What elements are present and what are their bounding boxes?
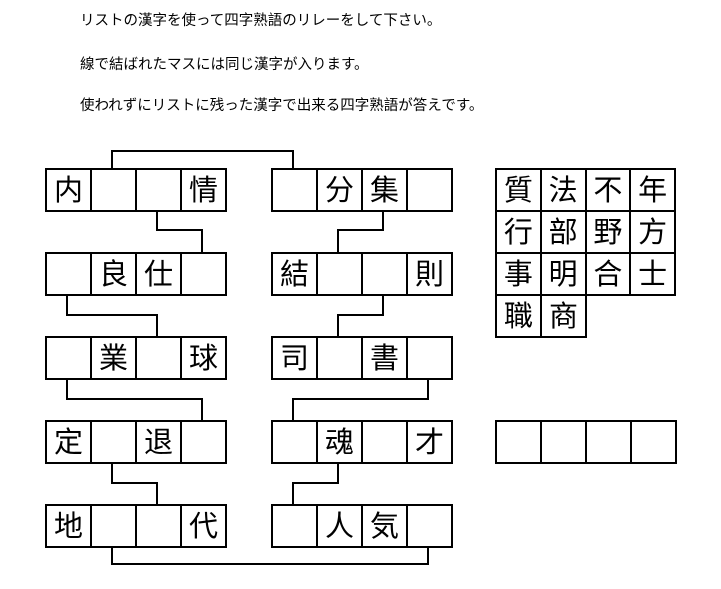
puzzle-cell[interactable]: 結 (273, 254, 318, 296)
connector-right-4 (292, 462, 339, 504)
puzzle-cell[interactable]: 地 (47, 506, 92, 548)
kanji-list-item: 行 (497, 212, 542, 254)
puzzle-cell[interactable]: 退 (137, 422, 182, 464)
puzzle-cell[interactable] (273, 506, 318, 548)
puzzle-cell[interactable] (318, 254, 363, 296)
puzzle-cell[interactable]: 情 (182, 170, 227, 212)
connector-left-2 (66, 294, 158, 336)
right-word-row-2: 結 則 (271, 252, 453, 296)
puzzle-cell[interactable] (363, 254, 408, 296)
kanji-list-row: 質 法 不 年 (495, 168, 676, 212)
left-word-row-5: 地 代 (45, 504, 227, 548)
puzzle-cell[interactable]: 書 (363, 338, 408, 380)
right-word-row-1: 分 集 (271, 168, 453, 212)
right-word-row-4: 魂 才 (271, 420, 453, 464)
puzzle-cell[interactable] (318, 338, 363, 380)
puzzle-cell[interactable] (92, 506, 137, 548)
puzzle-cell[interactable] (182, 422, 227, 464)
puzzle-cell[interactable]: 人 (318, 506, 363, 548)
puzzle-cell[interactable] (408, 338, 453, 380)
connector-top (111, 150, 294, 168)
puzzle-cell[interactable]: 則 (408, 254, 453, 296)
puzzle-cell[interactable] (182, 254, 227, 296)
instruction-line-1: リストの漢字を使って四字熟語のリレーをして下さい。 (80, 13, 442, 29)
puzzle-cell[interactable] (408, 170, 453, 212)
kanji-list-item: 法 (541, 170, 587, 212)
puzzle-cell[interactable] (47, 254, 92, 296)
connector-bottom (111, 546, 429, 565)
kanji-list-row: 職 商 (495, 296, 676, 338)
kanji-list-item: 部 (541, 212, 587, 254)
kanji-list-item: 商 (542, 296, 587, 338)
left-word-row-2: 良 仕 (45, 252, 227, 296)
kanji-list-item: 質 (497, 170, 542, 212)
puzzle-cell[interactable] (363, 422, 408, 464)
connector-left-1 (156, 210, 203, 252)
left-word-row-3: 業 球 (45, 336, 227, 380)
kanji-list-item: 士 (631, 254, 676, 296)
kanji-list-item: 事 (497, 254, 542, 296)
answer-cell[interactable] (632, 422, 677, 464)
answer-cell[interactable] (497, 422, 542, 464)
kanji-list-item: 不 (586, 170, 632, 212)
puzzle-cell[interactable]: 才 (408, 422, 453, 464)
kanji-list-item: 明 (541, 254, 587, 296)
puzzle-cell[interactable]: 司 (273, 338, 318, 380)
puzzle-cell[interactable]: 魂 (318, 422, 363, 464)
right-word-row-3: 司 書 (271, 336, 453, 380)
connector-left-4 (111, 462, 158, 504)
puzzle-cell[interactable] (92, 170, 137, 212)
puzzle-cell[interactable] (273, 170, 318, 212)
puzzle-cell[interactable] (273, 422, 318, 464)
kanji-list: 質 法 不 年 行 部 野 方 事 明 合 士 職 商 (495, 168, 676, 338)
answer-row (495, 420, 677, 464)
puzzle-cell[interactable] (137, 506, 182, 548)
puzzle-cell[interactable] (47, 338, 92, 380)
connector-right-2 (337, 294, 384, 336)
puzzle-cell[interactable]: 定 (47, 422, 92, 464)
puzzle-cell[interactable]: 分 (318, 170, 363, 212)
instruction-line-2: 線で結ばれたマスには同じ漢字が入ります。 (80, 57, 369, 73)
puzzle-cell[interactable] (137, 170, 182, 212)
instruction-line-3: 使われずにリストに残った漢字で出来る四字熟語が答えです。 (80, 98, 484, 114)
connector-right-3 (292, 378, 429, 420)
puzzle-cell[interactable]: 気 (363, 506, 408, 548)
kanji-list-row: 事 明 合 士 (495, 254, 676, 296)
left-word-row-4: 定 退 (45, 420, 227, 464)
left-word-row-1: 内 情 (45, 168, 227, 212)
puzzle-cell[interactable]: 集 (363, 170, 408, 212)
connector-right-1 (337, 210, 384, 252)
connector-left-3 (66, 378, 203, 420)
kanji-list-item: 合 (586, 254, 632, 296)
puzzle-cell[interactable]: 代 (182, 506, 227, 548)
puzzle-cell[interactable]: 内 (47, 170, 92, 212)
puzzle-cell[interactable]: 良 (92, 254, 137, 296)
puzzle-cell[interactable] (137, 338, 182, 380)
kanji-list-item: 年 (631, 170, 676, 212)
kanji-list-item: 野 (586, 212, 632, 254)
right-word-row-5: 人 気 (271, 504, 453, 548)
puzzle-cell[interactable] (408, 506, 453, 548)
puzzle-cell[interactable]: 球 (182, 338, 227, 380)
kanji-list-row: 行 部 野 方 (495, 212, 676, 254)
kanji-list-item: 方 (631, 212, 676, 254)
puzzle-cell[interactable] (92, 422, 137, 464)
kanji-list-item: 職 (497, 296, 542, 338)
puzzle-cell[interactable]: 仕 (137, 254, 182, 296)
puzzle-cell[interactable]: 業 (92, 338, 137, 380)
answer-cell[interactable] (587, 422, 632, 464)
answer-cell[interactable] (542, 422, 587, 464)
